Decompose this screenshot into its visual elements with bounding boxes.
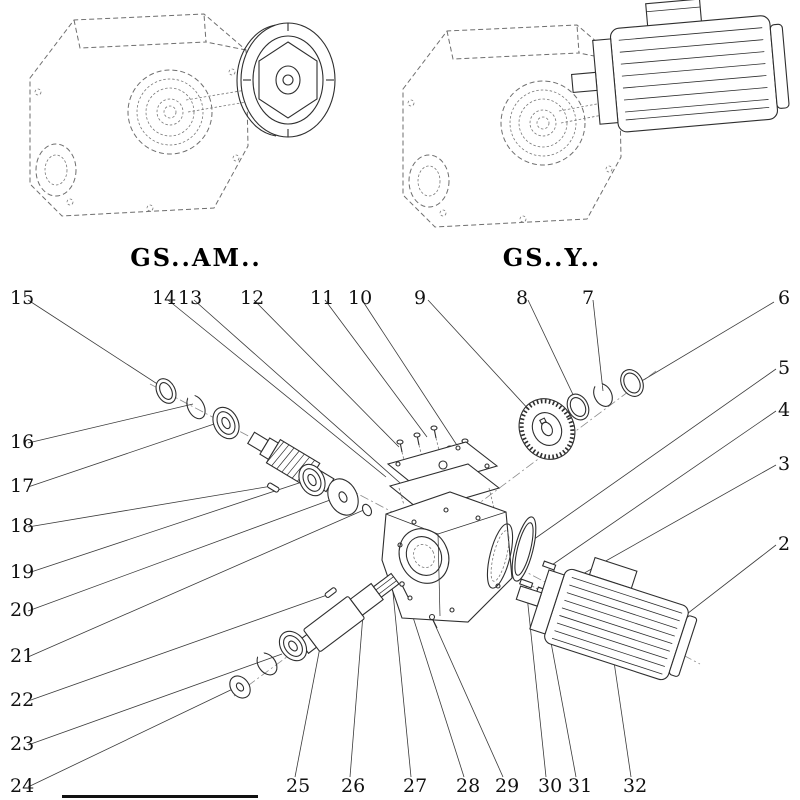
leader-line-19: [27, 479, 309, 574]
callout-29: 29: [495, 775, 519, 797]
motor-assembled-y: [570, 0, 790, 133]
leader-line-12: [253, 299, 400, 448]
page-edge-artifact: [62, 795, 258, 798]
callout-28: 28: [456, 775, 480, 797]
leader-line-16: [27, 403, 194, 444]
leader-line-25: [294, 641, 322, 778]
callout-18: 18: [10, 515, 34, 537]
leader-line-9: [427, 299, 543, 425]
part-snap-ring-output: [256, 651, 278, 676]
callout-13: 13: [178, 287, 202, 309]
leader-line-27: [390, 571, 412, 778]
callout-23: 23: [10, 733, 34, 755]
callout-10: 10: [348, 287, 372, 309]
leader-line-22: [27, 593, 331, 702]
part-seal-ring-15: [155, 378, 177, 404]
part-bearing-23: [278, 630, 308, 662]
callout-3: 3: [778, 453, 790, 475]
callout-15: 15: [10, 287, 34, 309]
callout-14: 14: [152, 287, 176, 309]
callout-26: 26: [341, 775, 365, 797]
leader-line-26: [349, 601, 365, 778]
leader-line-13: [193, 299, 409, 491]
callout-8: 8: [516, 287, 528, 309]
gearbox-ghost-view-am: [29, 13, 259, 217]
callout-22: 22: [10, 689, 34, 711]
callout-30: 30: [538, 775, 562, 797]
output-flange-am: [236, 22, 336, 138]
leader-line-11: [324, 299, 428, 438]
part-gasket-14: [388, 463, 501, 512]
part-gear-housing: [381, 491, 514, 623]
leader-line-5: [529, 368, 777, 543]
part-pin-22: [324, 587, 337, 598]
leader-line-32: [612, 654, 632, 778]
part-key-18: [267, 482, 280, 493]
leader-line-28: [404, 591, 465, 778]
callout-21: 21: [10, 645, 34, 667]
part-shim-disc-20: [327, 478, 359, 516]
leader-lines: [27, 299, 777, 788]
part-plug-21: [361, 503, 373, 517]
gearbox-ghost-view-y: [402, 24, 622, 228]
part-motor-2: [515, 556, 698, 681]
callout-20: 20: [10, 599, 34, 621]
part-washer-6: [620, 369, 644, 397]
leader-line-18: [27, 485, 273, 528]
part-bearing-17: [212, 406, 240, 440]
leader-line-14: [167, 299, 387, 478]
callout-7: 7: [582, 287, 594, 309]
callout-5: 5: [778, 357, 790, 379]
callout-12: 12: [240, 287, 264, 309]
part-bolt-28: [399, 581, 409, 598]
callout-25: 25: [286, 775, 310, 797]
callout-4: 4: [778, 399, 790, 421]
leader-line-23: [27, 653, 283, 746]
leader-line-6: [639, 301, 775, 383]
part-bearing-19: [298, 463, 326, 497]
callout-24: 24: [10, 775, 34, 797]
part-snap-ring-7: [593, 382, 613, 407]
leader-line-17: [27, 420, 224, 488]
part-snap-ring-16: [186, 393, 206, 420]
callout-19: 19: [10, 561, 34, 583]
callout-numbers: 15 14 13 12 11 10 9 8 7 6 5 4 3 2 16 17 …: [10, 287, 790, 797]
callout-32: 32: [623, 775, 647, 797]
part-washer-24: [229, 675, 251, 699]
part-flange-ring-5: [511, 516, 537, 582]
leader-line-24: [27, 685, 240, 788]
callout-16: 16: [10, 431, 34, 453]
callout-6: 6: [778, 287, 790, 309]
leader-line-30: [525, 585, 547, 778]
part-bolt-29: [428, 613, 438, 629]
callout-31: 31: [568, 775, 592, 797]
callout-2: 2: [778, 533, 790, 555]
leader-line-21: [27, 508, 367, 658]
part-worm-gear-9: [518, 398, 576, 460]
part-ring-8: [566, 393, 590, 421]
callout-11: 11: [310, 287, 334, 309]
leader-line-7: [592, 299, 604, 392]
callout-9: 9: [414, 287, 426, 309]
leader-line-20: [27, 495, 342, 612]
callout-27: 27: [403, 775, 427, 797]
part-output-shaft: [298, 572, 400, 655]
callout-17: 17: [10, 475, 34, 497]
model-label-right: GS..Y..: [503, 243, 601, 272]
leader-line-4: [548, 410, 777, 568]
leader-line-29: [431, 617, 504, 778]
leader-line-15: [27, 299, 163, 388]
leader-line-10: [361, 299, 465, 457]
model-label-left: GS..AM..: [130, 243, 262, 272]
leader-line-8: [527, 299, 578, 404]
